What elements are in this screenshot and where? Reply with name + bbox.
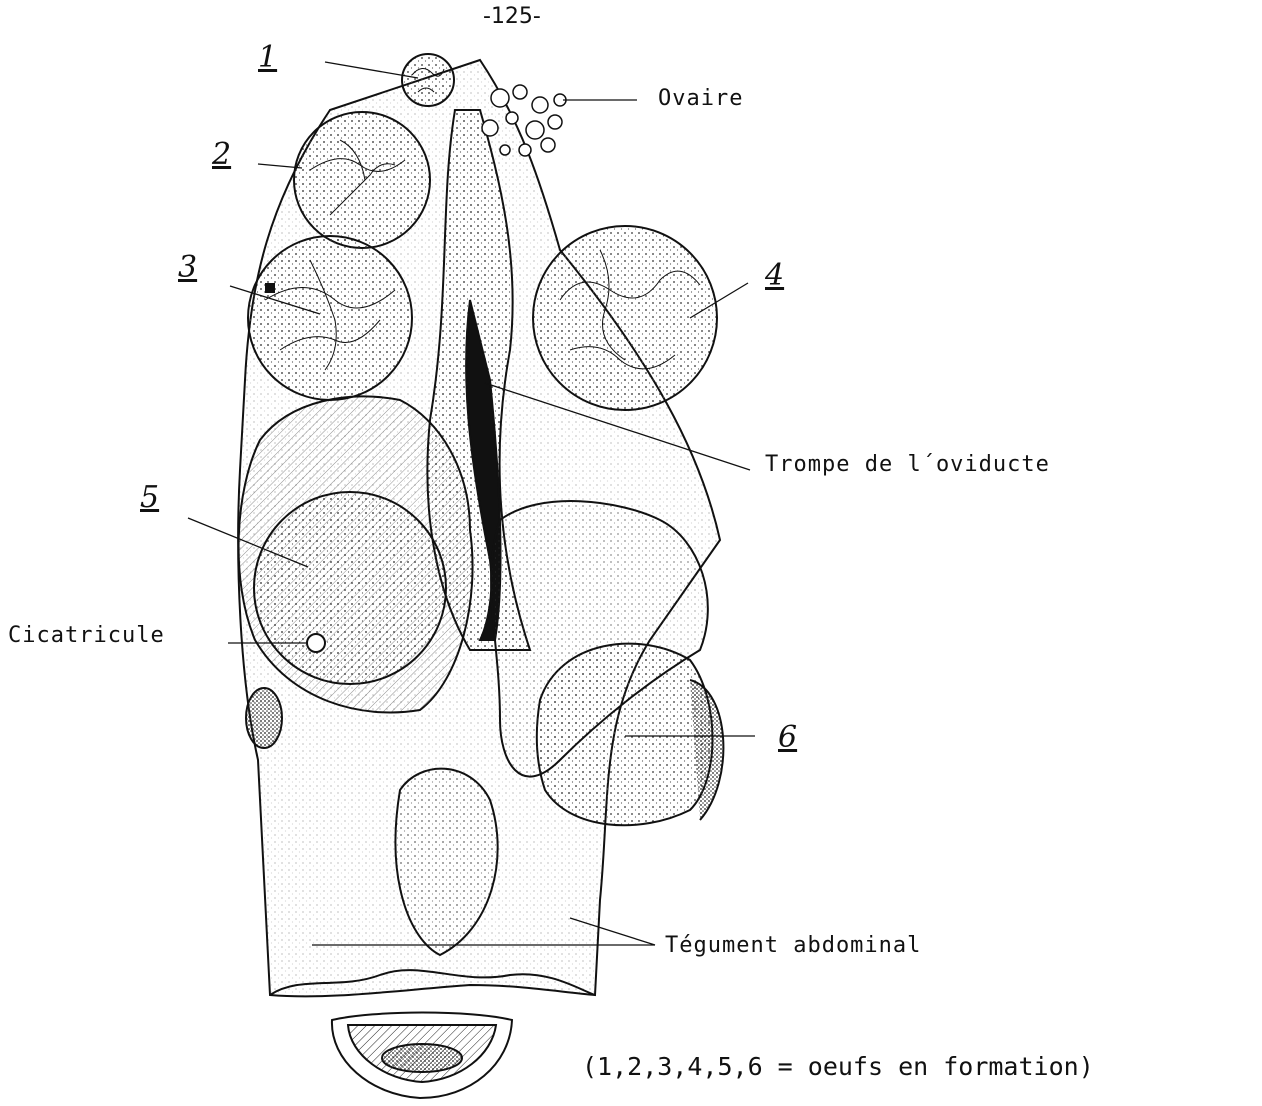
egg-3 [248,236,412,400]
figure-caption: (1,2,3,4,5,6 = oeufs en formation) [582,1052,1094,1081]
label-ovaire: Ovaire [658,86,743,111]
egg-number-3: 3 [178,250,197,285]
egg-5 [239,396,473,712]
egg-number-6: 6 [778,720,797,755]
egg-number-2: 2 [212,137,231,172]
egg-number-5: 5 [140,480,159,515]
label-tegument-abdominal: Tégument abdominal [665,933,921,958]
egg-number-4: 4 [765,258,784,293]
label-cicatricule: Cicatricule [8,623,165,648]
egg-2 [294,112,430,248]
egg-1 [402,54,454,106]
egg-4 [533,226,717,410]
page-number: -125- [483,4,541,29]
label-trompe-oviducte: Trompe de l´oviducte [765,452,1050,477]
egg-number-1: 1 [258,40,277,75]
